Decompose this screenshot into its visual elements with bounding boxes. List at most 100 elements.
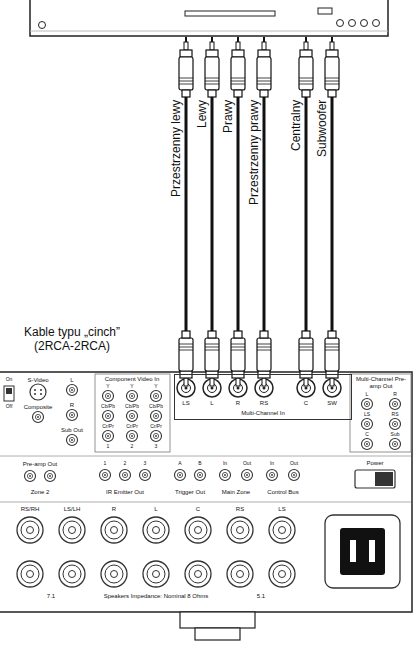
panel-jacks <box>67 385 78 396</box>
cable-label: Centralny <box>290 100 303 151</box>
group-label: 5.1 <box>257 593 265 600</box>
speaker-terminals <box>143 561 169 587</box>
panel-jacks <box>103 431 114 442</box>
jack-label: LS <box>182 400 189 407</box>
source-player <box>361 20 368 27</box>
cable-label: Subwoofer <box>316 100 329 157</box>
terminal-label: RS <box>236 506 244 513</box>
receiver-panel <box>0 372 412 640</box>
jack-label: 2 <box>124 461 127 467</box>
source-player <box>337 20 344 27</box>
panel-jacks <box>355 470 395 488</box>
jack-label: In <box>223 461 227 467</box>
panel-jacks <box>103 411 114 422</box>
section-label: Multi-Channel Pre-amp Out <box>352 376 410 390</box>
jack-label: L <box>210 400 213 407</box>
rca-cables <box>179 331 193 386</box>
jack-label: L <box>366 392 369 398</box>
jack-label: Y <box>130 384 133 390</box>
switch-label: Off <box>6 404 13 410</box>
rca-cables <box>231 331 245 386</box>
rca-cables <box>305 37 307 42</box>
jack-label: Sub Out <box>61 427 83 434</box>
jack-label: R <box>236 400 240 407</box>
panel-jacks <box>40 389 42 391</box>
speaker-terminals <box>185 561 211 587</box>
jack-label: Out <box>243 461 251 467</box>
panel-jacks <box>175 470 186 481</box>
section-label: Main Zone <box>222 489 250 496</box>
rca-cables <box>325 42 339 97</box>
rca-cables <box>299 331 313 386</box>
jack-label: Cb/Pb <box>149 404 163 410</box>
panel-jacks <box>6 388 12 394</box>
source-player <box>349 20 356 27</box>
panel-jacks <box>151 391 162 402</box>
jack-label: In <box>270 461 274 467</box>
rca-cables <box>179 37 339 386</box>
rca-cables <box>331 97 334 331</box>
rca-cables <box>185 97 188 331</box>
cable-label: Prawy <box>222 100 235 133</box>
terminal-label: L <box>154 506 157 513</box>
power-inlet <box>325 515 400 588</box>
speaker-terminals <box>17 517 43 543</box>
jack-label: Cr/Pr <box>126 424 138 430</box>
panel-jacks <box>390 419 401 430</box>
panel-jacks <box>195 470 206 481</box>
panel-jacks <box>34 389 36 391</box>
power-inlet <box>350 540 356 562</box>
section-label: Component Video In <box>105 376 160 383</box>
panel-jacks <box>375 472 393 486</box>
section-label: IR Emitter Out <box>106 489 144 496</box>
group-label: 7.1 <box>47 593 55 600</box>
panel-jacks <box>4 384 401 488</box>
panel-jacks <box>140 470 151 481</box>
panel-jacks <box>151 411 162 422</box>
speaker-terminals <box>59 561 85 587</box>
jack-label: Sub <box>391 432 400 438</box>
jack-label: R <box>70 402 74 409</box>
power-inlet <box>325 515 400 588</box>
rca-cables <box>257 331 271 386</box>
jack-label: 1 <box>104 461 107 467</box>
jack-label: Out <box>290 461 298 467</box>
section-label: Control Bus <box>267 489 298 496</box>
source-player <box>373 20 380 27</box>
rca-cables <box>211 97 214 331</box>
speaker-terminals <box>101 517 127 543</box>
switch-label: On <box>6 377 13 383</box>
power-inlet <box>340 528 385 575</box>
power-inlet <box>369 540 375 562</box>
panel-jacks <box>4 386 14 401</box>
jack-label: S-Video <box>27 377 48 384</box>
rca-cables <box>205 331 219 386</box>
receiver-panel <box>350 374 411 452</box>
rca-cables <box>231 42 245 97</box>
rca-cables <box>205 42 219 97</box>
receiver-panel <box>95 374 170 452</box>
panel-jacks <box>390 399 401 410</box>
rca-cables <box>257 42 271 97</box>
source-player <box>30 0 388 36</box>
jack-label: A <box>178 461 181 467</box>
speaker-terminals <box>269 561 295 587</box>
group-label: Speakers Impedance: Nominal 8 Ohms <box>104 593 209 600</box>
panel-jacks <box>151 431 162 442</box>
panel-jacks <box>30 384 46 400</box>
rca-cables <box>331 37 333 42</box>
speaker-terminals <box>101 561 127 587</box>
terminal-label: C <box>196 506 200 513</box>
rca-cables <box>299 42 313 97</box>
panel-jacks <box>242 470 253 481</box>
panel-jacks <box>67 410 78 421</box>
jack-label: RS <box>260 400 268 407</box>
panel-jacks <box>40 393 42 395</box>
panel-jacks <box>100 470 111 481</box>
jack-label: R <box>393 392 397 398</box>
cable-type-note: Kable typu „cinch” (2RCA-2RCA) <box>5 326 140 354</box>
jack-label: Y <box>154 384 157 390</box>
section-label: Pre-amp Out <box>23 461 57 468</box>
jack-label: Cb/Pb <box>101 404 115 410</box>
jack-label: Y <box>106 384 109 390</box>
